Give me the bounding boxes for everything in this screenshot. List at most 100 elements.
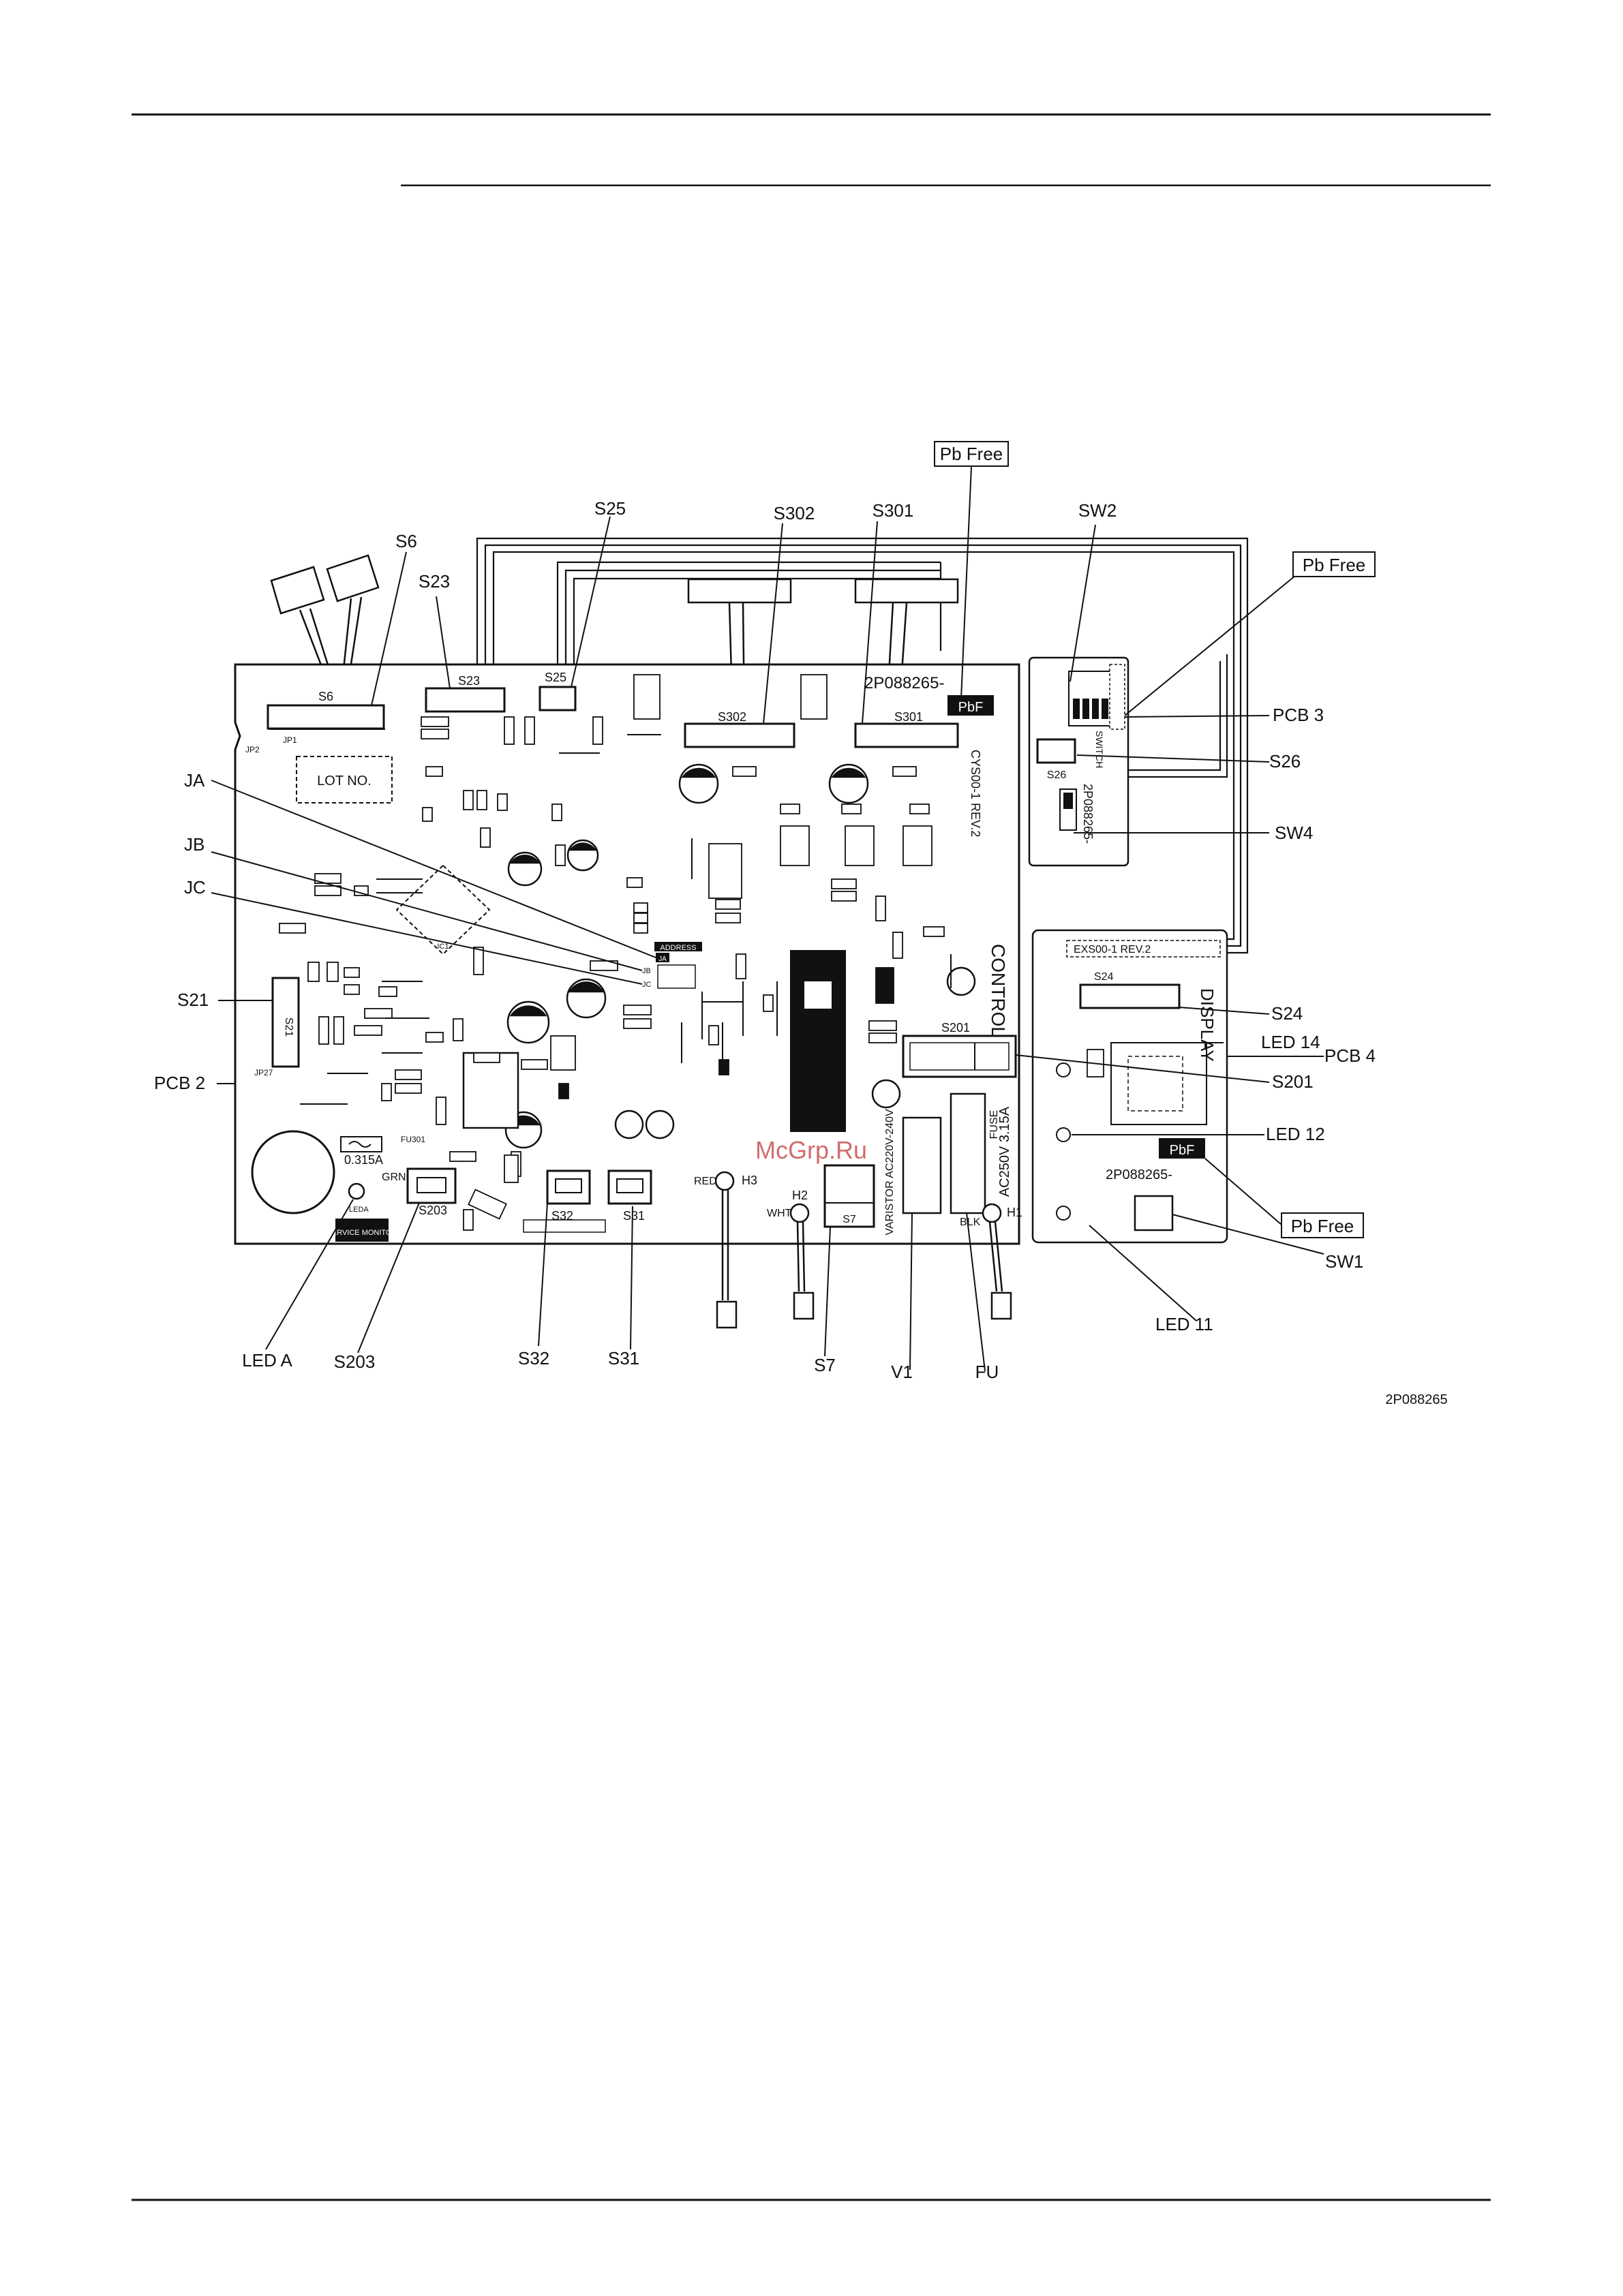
pb-free-right-top-box xyxy=(1292,551,1376,577)
power-leads xyxy=(714,1171,1012,1329)
grn-silk: GRN xyxy=(382,1172,406,1183)
s7-connector xyxy=(823,1164,875,1228)
ic1-footprint xyxy=(395,864,491,955)
display-window xyxy=(1110,1042,1207,1125)
s203-connector xyxy=(406,1167,457,1204)
buzzer xyxy=(251,1130,335,1214)
pcb4-pbf-badge xyxy=(1159,1138,1205,1159)
board-pbf-text: PbF xyxy=(958,700,984,715)
address-badge xyxy=(654,942,702,951)
callout-s21: S21 xyxy=(177,990,209,1010)
callout-jc: JC xyxy=(184,877,206,898)
callout-sw2: SW2 xyxy=(1078,500,1117,521)
s23-connector xyxy=(425,687,506,713)
pcb4-revision: EXS00-1 REV.2 xyxy=(1074,944,1151,955)
s25-silk: S25 xyxy=(545,671,566,684)
varistor-label: VARISTOR AC220V-240V xyxy=(884,1109,896,1236)
pb-free-top-label: Pb Free xyxy=(940,444,1003,464)
s26-silk: S26 xyxy=(1047,769,1067,781)
s201-silk: S201 xyxy=(941,1021,970,1035)
s201-relay xyxy=(902,1035,1017,1078)
s32-silk: S32 xyxy=(551,1209,573,1223)
callout-s26: S26 xyxy=(1269,751,1301,771)
callout-pcb3: PCB 3 xyxy=(1273,705,1324,725)
main-microcontroller xyxy=(791,951,845,1131)
capacitors xyxy=(504,763,976,1149)
jp2-silk: JP2 xyxy=(245,745,260,754)
s302-silk: S302 xyxy=(718,710,746,724)
s301-external-plug xyxy=(854,578,959,604)
small-components xyxy=(279,674,945,1231)
s24-connector xyxy=(1079,983,1181,1009)
callout-pcb4: PCB 4 xyxy=(1324,1045,1376,1066)
jc-silk: JC xyxy=(642,981,652,989)
board-revision: CYS00-1 REV.2 xyxy=(969,750,982,837)
service-monitor-text: SERVICE MONITOR xyxy=(327,1229,397,1237)
callout-jb: JB xyxy=(184,834,204,855)
s6-silk: S6 xyxy=(318,690,333,703)
pcb4-display-board: EXS00-1 REV.2 S24 DISPLAY PbF 2P088265- xyxy=(1031,929,1228,1244)
s23-silk: S23 xyxy=(458,674,480,688)
red-lead-silk: RED xyxy=(694,1176,717,1187)
s21-connector xyxy=(271,977,300,1068)
h3-silk: H3 xyxy=(742,1174,757,1187)
s31-silk: S31 xyxy=(623,1209,645,1223)
s21-silk: S21 xyxy=(283,1017,294,1037)
page-rules xyxy=(132,113,1491,2201)
callout-s301: S301 xyxy=(873,500,914,521)
jb-silk: JB xyxy=(642,967,651,975)
callout-sw4: SW4 xyxy=(1275,823,1313,843)
h1-silk: H1 xyxy=(1007,1206,1022,1219)
callout-s24: S24 xyxy=(1271,1003,1303,1024)
s31-connector xyxy=(607,1169,652,1205)
fuse xyxy=(950,1092,986,1214)
lot-no-label: LOT NO. xyxy=(317,774,371,789)
callout-led14: LED 14 xyxy=(1261,1032,1320,1052)
callout-ja: JA xyxy=(184,770,205,791)
s6-plug-right xyxy=(326,554,380,602)
callout-led11: LED 11 xyxy=(1155,1314,1213,1334)
h2-silk: H2 xyxy=(792,1189,808,1202)
control-label: CONTROL xyxy=(988,944,1009,1037)
s26-connector xyxy=(1036,738,1076,764)
pb-free-right-bottom-label: Pb Free xyxy=(1291,1216,1354,1236)
wire-harness xyxy=(476,537,1249,954)
led14-led xyxy=(1056,1062,1071,1077)
leda-led xyxy=(348,1182,365,1200)
wht-lead-silk: WHT xyxy=(767,1208,792,1219)
s302-connector xyxy=(684,722,795,748)
ja-silk: JA xyxy=(658,955,667,963)
ja-jumper xyxy=(656,953,669,962)
callout-s23: S23 xyxy=(419,571,450,592)
s301-connector xyxy=(854,722,959,748)
s25-connector xyxy=(539,686,577,711)
transformer xyxy=(462,1052,519,1129)
callout-led12: LED 12 xyxy=(1266,1124,1325,1144)
pcb2-control-board: S6 JP1 JP2 S23 S25 S302 S301 2P088265- P… xyxy=(234,663,1022,1329)
pcb4-pbf-text: PbF xyxy=(1170,1143,1195,1158)
fuse-label: FUSE xyxy=(988,1110,1000,1139)
s6-connector xyxy=(267,704,385,730)
s24-silk: S24 xyxy=(1094,971,1114,983)
callout-leda: LED A xyxy=(242,1350,292,1371)
callout-s201: S201 xyxy=(1272,1071,1314,1092)
ic1-silk: IC1 xyxy=(437,943,449,951)
led12-led xyxy=(1056,1127,1071,1142)
callout-sw1: SW1 xyxy=(1325,1251,1363,1272)
service-monitor-badge xyxy=(335,1219,389,1242)
sw1-push-button xyxy=(1134,1195,1174,1231)
blk-lead-silk: BLK xyxy=(960,1216,981,1228)
callout-s302: S302 xyxy=(774,503,815,523)
callout-s32: S32 xyxy=(518,1348,549,1368)
s203-silk: S203 xyxy=(419,1204,447,1217)
callout-fu: FU xyxy=(975,1362,999,1382)
fuse-rating-label: AC250V 3.15A xyxy=(997,1106,1012,1197)
pcb4-outline xyxy=(1031,929,1228,1244)
fuse-small-rating: 0.315A xyxy=(344,1153,383,1167)
pcb4-part-number: 2P088265- xyxy=(1106,1167,1172,1182)
callout-s7: S7 xyxy=(814,1355,836,1375)
pb-free-right-bottom-box xyxy=(1281,1212,1364,1238)
s32-connector xyxy=(546,1169,591,1205)
board-part-number: 2P088265- xyxy=(864,674,944,692)
